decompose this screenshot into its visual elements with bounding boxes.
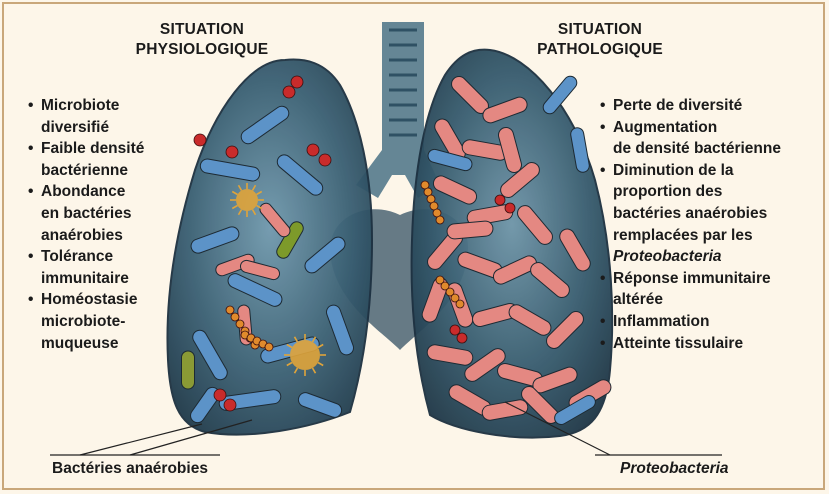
- coccus-bacterium: [495, 195, 505, 205]
- left-point-line: muqueuse: [41, 333, 144, 355]
- right-heading-line: SITUATION: [520, 20, 680, 40]
- left-point-line: diversifié: [41, 117, 144, 139]
- coccus-bacterium: [224, 399, 236, 411]
- streptococcus-cell: [236, 320, 244, 328]
- right-point-line: Augmentation: [613, 117, 781, 139]
- proteobacteria-caption: Proteobacteria: [620, 460, 729, 478]
- right-point-line: Réponse immunitaire: [613, 268, 781, 290]
- right-point-line: Perte de diversité: [613, 95, 781, 117]
- left-heading-line: SITUATION: [122, 20, 282, 40]
- left-point-line: Tolérance: [41, 246, 144, 268]
- right-heading: SITUATION PATHOLOGIQUE: [520, 20, 680, 60]
- right-point-line: Atteinte tissulaire: [613, 333, 781, 355]
- streptococcus-cell: [265, 343, 273, 351]
- left-point-line: en bactéries: [41, 203, 144, 225]
- right-point-line: remplacées par les: [613, 225, 781, 247]
- coccus-bacterium: [214, 389, 226, 401]
- right-heading-line: PATHOLOGIQUE: [520, 40, 680, 60]
- left-point-line: microbiote-: [41, 311, 144, 333]
- right-point: Perte de diversité: [600, 95, 781, 117]
- streptococcus-cell: [226, 306, 234, 314]
- streptococcus-cell: [231, 313, 239, 321]
- right-point-line: Proteobacteria: [613, 246, 781, 268]
- left-heading: SITUATION PHYSIOLOGIQUE: [122, 20, 282, 60]
- left-point-line: Homéostasie: [41, 289, 144, 311]
- coccus-bacterium: [283, 86, 295, 98]
- left-point-line: Microbiote: [41, 95, 144, 117]
- left-point-line: bactérienne: [41, 160, 144, 182]
- anaerobic-caption: Bactéries anaérobies: [52, 460, 208, 478]
- right-point-line: Inflammation: [613, 311, 781, 333]
- left-heading-line: PHYSIOLOGIQUE: [122, 40, 282, 60]
- anaerobic-bacterium: [182, 351, 195, 389]
- coccus-bacterium: [291, 76, 303, 88]
- right-point-line: bactéries anaérobies: [613, 203, 781, 225]
- right-point-line: proportion des: [613, 181, 781, 203]
- right-points-list: Perte de diversitéAugmentationde densité…: [600, 95, 781, 354]
- caption-lines: [50, 402, 722, 455]
- left-point-line: Faible densité: [41, 138, 144, 160]
- left-point-line: Abondance: [41, 181, 144, 203]
- right-point: Inflammation: [600, 311, 781, 333]
- left-point-line: anaérobies: [41, 225, 144, 247]
- coccus-bacterium: [307, 144, 319, 156]
- right-point: Atteinte tissulaire: [600, 333, 781, 355]
- right-point-line: altérée: [613, 289, 781, 311]
- right-point-line: de densité bactérienne: [613, 138, 781, 160]
- coccus-bacterium: [457, 333, 467, 343]
- coccus-bacterium: [450, 325, 460, 335]
- left-points-list: MicrobiotediversifiéFaible densitébactér…: [28, 95, 144, 354]
- streptococcus-cell: [456, 300, 464, 308]
- left-point-line: immunitaire: [41, 268, 144, 290]
- right-point-line: Diminution de la: [613, 160, 781, 182]
- coccus-bacterium: [505, 203, 515, 213]
- coccus-bacterium: [226, 146, 238, 158]
- coccus-bacterium: [319, 154, 331, 166]
- streptococcus-cell: [436, 216, 444, 224]
- coccus-bacterium: [194, 134, 206, 146]
